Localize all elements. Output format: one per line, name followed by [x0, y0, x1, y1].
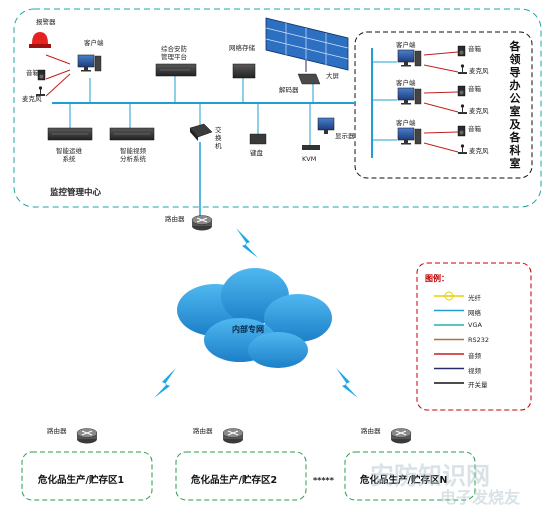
- site-router-label: 路由器: [361, 427, 381, 435]
- wireless-link-icon: [336, 368, 358, 398]
- office-mic-label: 麦克风: [469, 107, 489, 115]
- video-analysis-label: 智能视频分析系统: [120, 147, 146, 163]
- router-icon: [76, 428, 98, 444]
- office-microphone-icon: [457, 143, 468, 155]
- site-name: 危化品生产/贮存区2: [191, 475, 278, 486]
- decoder-icon: [297, 73, 321, 85]
- legend-lines: [434, 291, 464, 384]
- storage-label: 网络存储: [229, 44, 255, 52]
- office-speaker-label: 音箱: [468, 85, 481, 93]
- office-client-label: 客户端: [396, 79, 416, 87]
- ellipsis: *****: [313, 476, 334, 485]
- switch-label: 交换机: [215, 126, 222, 150]
- office-frame: [354, 31, 533, 179]
- office-mic-label: 麦克风: [469, 67, 489, 75]
- legend-label: 开关量: [468, 381, 488, 389]
- site-name: 危化品生产/贮存区1: [38, 475, 125, 486]
- legend-frame: [416, 262, 532, 411]
- keyboard-label: 键盘: [250, 149, 263, 157]
- monitoring-center-title: 监控管理中心: [50, 188, 102, 198]
- fiber-symbol: [444, 291, 454, 301]
- router-label: 路由器: [165, 215, 185, 223]
- watermark: 安防知识网: [370, 462, 490, 490]
- kvm-label: KVM: [302, 155, 317, 163]
- client-pc-icon: [77, 54, 102, 72]
- speaker-icon: [37, 69, 46, 81]
- client-label: 客户端: [84, 39, 104, 47]
- legend-label: 视频: [468, 366, 481, 375]
- router-icon: [191, 215, 213, 231]
- legend-label: VGA: [468, 321, 482, 329]
- office-speaker-label: 音箱: [468, 125, 481, 133]
- office-mic-label: 麦克风: [469, 147, 489, 155]
- office-client-label: 客户端: [396, 41, 416, 49]
- office-client-pc-icon: [397, 127, 422, 145]
- office-speaker-icon: [457, 85, 466, 97]
- analysis-server-icon: [109, 127, 155, 141]
- kvm-icon: [302, 117, 335, 150]
- office-client-pc-icon: [397, 87, 422, 105]
- storage-icon: [232, 63, 256, 79]
- video-wall-icon: [265, 17, 349, 71]
- monitor-label: 显示器: [335, 132, 355, 140]
- decoder-label: 解码器: [279, 86, 299, 94]
- router-icon: [390, 428, 412, 444]
- office-client-label: 客户端: [396, 119, 416, 127]
- ops-server-icon: [47, 127, 93, 141]
- alarm-light-icon: [29, 32, 51, 48]
- office-speaker-icon: [457, 125, 466, 137]
- office-client-pc-icon: [397, 49, 422, 67]
- alarm-light-label: 报警器: [36, 18, 56, 26]
- keyboard-icon: [249, 133, 267, 145]
- cloud-icon: [177, 268, 332, 368]
- office-microphone-icon: [457, 103, 468, 115]
- office-speaker-label: 音箱: [468, 45, 481, 53]
- site-router-label: 路由器: [47, 427, 67, 435]
- wireless-link-icon: [236, 228, 258, 258]
- offices-title: 各领导办公室及各科室: [509, 40, 521, 170]
- office-microphone-icon: [457, 63, 468, 75]
- platform-label: 综合安防管理平台: [161, 45, 187, 61]
- site-router-label: 路由器: [193, 427, 213, 435]
- mic-label: 麦克风: [22, 95, 42, 103]
- legend-label: 光纤: [468, 294, 481, 302]
- site-frame: [21, 451, 153, 501]
- cloud-label: 内部专网: [232, 325, 264, 334]
- legend-title: 图例：: [425, 274, 449, 283]
- site-frame: [344, 451, 476, 501]
- legend-label: RS232: [468, 335, 490, 344]
- site-name: 危化品生产/贮存区N: [360, 475, 448, 486]
- wireless-link-icon: [154, 368, 176, 398]
- office-speaker-icon: [457, 45, 466, 57]
- speaker-label: 音箱: [26, 69, 39, 77]
- switch-icon: [189, 123, 213, 141]
- monitoring-center-frame: [13, 8, 542, 208]
- legend-label: 网络: [468, 308, 481, 317]
- platform-server-icon: [155, 63, 197, 77]
- router-icon: [222, 428, 244, 444]
- site-frame: [175, 451, 307, 501]
- legend-label: 音频: [468, 352, 481, 360]
- video-wall-label: 大屏: [326, 72, 339, 80]
- ops-label: 智能运维系统: [56, 147, 82, 163]
- watermark-secondary: 电子发烧友: [440, 488, 521, 507]
